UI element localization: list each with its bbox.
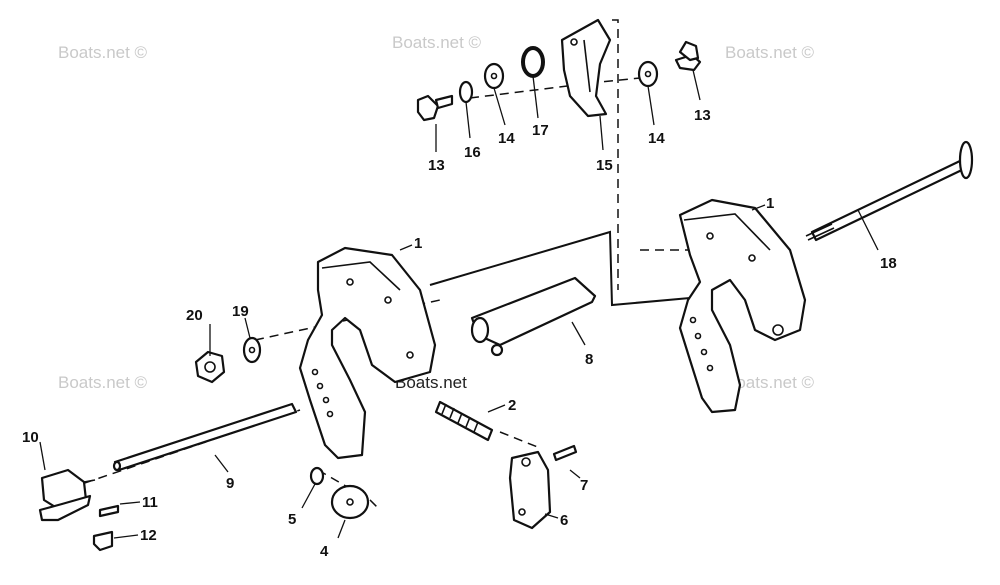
callout-1-right: 1 bbox=[766, 195, 774, 212]
callout-16: 16 bbox=[464, 144, 481, 161]
spring-part-2 bbox=[434, 400, 494, 442]
bolt-part-5 bbox=[309, 466, 325, 486]
callout-1-left: 1 bbox=[414, 235, 422, 252]
callout-14-left: 14 bbox=[498, 130, 515, 147]
clip-part-12 bbox=[92, 530, 114, 552]
pin-part-7 bbox=[552, 444, 578, 462]
axis-line-top bbox=[612, 19, 619, 290]
rod-part-9 bbox=[112, 402, 298, 472]
ring-part-17 bbox=[521, 46, 545, 78]
bolt-part-18 bbox=[805, 140, 974, 242]
clamp-bracket-right bbox=[678, 198, 807, 414]
callout-5: 5 bbox=[288, 511, 296, 528]
callout-7: 7 bbox=[580, 477, 588, 494]
washer-part-16 bbox=[458, 80, 474, 104]
connector-frame bbox=[429, 230, 691, 307]
watermark-top-center: Boats.net © bbox=[392, 33, 482, 52]
callout-4: 4 bbox=[320, 543, 329, 560]
watermark-bottom-left: Boats.net © bbox=[58, 373, 148, 392]
callout-11: 11 bbox=[142, 494, 158, 511]
callout-13-left: 13 bbox=[428, 157, 445, 174]
callout-17: 17 bbox=[532, 122, 549, 139]
plate-part-15 bbox=[560, 18, 612, 118]
nut-part-20 bbox=[194, 350, 226, 384]
washer-part-14-right bbox=[637, 60, 659, 88]
switch-part-10 bbox=[38, 468, 96, 522]
callout-8: 8 bbox=[585, 351, 593, 368]
axis-line-spring bbox=[499, 431, 541, 449]
callout-2: 2 bbox=[508, 397, 516, 414]
callout-15: 15 bbox=[596, 157, 613, 174]
axis-line-hardware bbox=[469, 77, 641, 99]
washer-part-4 bbox=[330, 484, 370, 520]
washer-part-14-left bbox=[483, 62, 505, 90]
callout-9: 9 bbox=[226, 475, 234, 492]
tube-part-8 bbox=[470, 276, 597, 357]
clamp-bracket-left bbox=[298, 246, 437, 460]
callout-19: 19 bbox=[232, 303, 249, 320]
callout-6: 6 bbox=[560, 512, 568, 529]
callout-12: 12 bbox=[140, 527, 157, 544]
callout-13-right: 13 bbox=[694, 107, 711, 124]
callout-14-right: 14 bbox=[648, 130, 665, 147]
callout-10: 10 bbox=[22, 429, 39, 446]
watermark-top-right: Boats.net © bbox=[725, 43, 815, 62]
washer-part-19 bbox=[242, 336, 262, 364]
lever-part-6 bbox=[508, 450, 552, 530]
callout-20: 20 bbox=[186, 307, 203, 324]
knob-part-13-left bbox=[416, 94, 454, 122]
watermark-top-left: Boats.net © bbox=[58, 43, 148, 62]
axis-line-bolt bbox=[317, 469, 381, 511]
leader-lines bbox=[39, 69, 879, 539]
pin-part-11 bbox=[98, 504, 120, 518]
callout-18: 18 bbox=[880, 255, 897, 272]
watermark-bottom-right: Boats.net © bbox=[725, 373, 815, 392]
knob-part-13-right bbox=[674, 40, 702, 72]
